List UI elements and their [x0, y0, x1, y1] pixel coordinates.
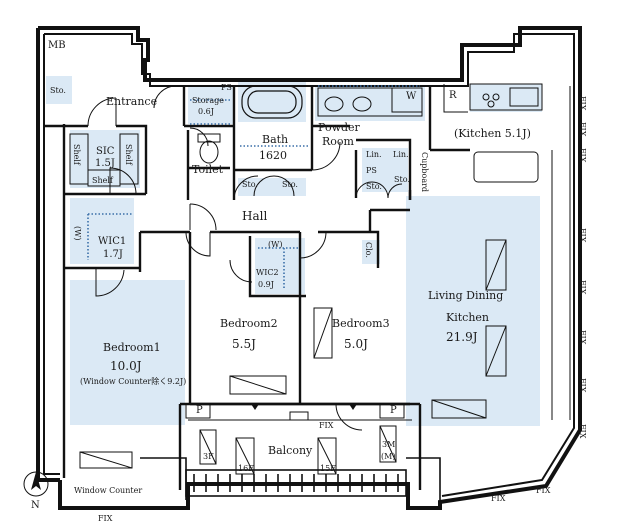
balcony-15f-label: 15F: [320, 464, 336, 473]
balcony-label: Balcony: [268, 444, 313, 457]
sic-fill: [70, 130, 140, 188]
door-swings: [87, 85, 403, 431]
bedroom1-label: Bedroom1: [103, 341, 161, 354]
entrance-storage-label: Sto.: [50, 86, 66, 95]
fix-right-6: FIX: [578, 378, 588, 393]
wic1-window-label: (W): [73, 226, 83, 241]
fix-bottom-right-2: FIX: [536, 486, 551, 495]
storage-label: Storage: [192, 96, 224, 105]
fix-right-5: FIX: [578, 330, 588, 345]
north-arrow: [23, 471, 49, 497]
bath-tub: [241, 85, 303, 119]
sic-shelves: [69, 133, 139, 187]
hall-storage-2-label: Sto.: [282, 180, 298, 189]
fix-bottom-right-1: FIX: [491, 494, 506, 503]
balcony-3m-label: 3M: [382, 440, 396, 449]
powder-room-label: Room: [322, 135, 354, 148]
wic2-label: WIC2: [256, 268, 279, 277]
balcony-3f-label: 3F: [203, 452, 214, 461]
north-label: N: [31, 500, 40, 511]
powder-storage-fill: [362, 148, 408, 192]
bedroom2-size-label: 5.5J: [232, 337, 256, 351]
vanity-fill: [315, 85, 425, 121]
ps-mid-label: PS: [366, 166, 377, 175]
closet-fill: [362, 240, 380, 264]
markers: [251, 404, 357, 410]
wic1-fill: [70, 198, 134, 264]
wic2-size-label: 0.9J: [258, 280, 274, 289]
entrance-label: Entrance: [106, 95, 158, 108]
wic2-window-label: (W): [268, 240, 283, 249]
bath-size-label: 1620: [259, 149, 287, 162]
powder-storage-2-label: Sto.: [394, 175, 410, 184]
shelf-right-label: Shelf: [124, 144, 134, 165]
bedroom1-note-label: (Window Counter除く9.2J): [80, 377, 187, 386]
closet-label: Clo.: [364, 242, 374, 258]
entrance-storage-fill: [46, 76, 72, 104]
fix-right-2: FIX: [578, 122, 588, 137]
p-2-label: P: [390, 405, 397, 416]
kitchen-counter: [443, 83, 543, 183]
balcony-fix-label: FIX: [319, 421, 334, 430]
kitchen-counter-fill: [470, 84, 542, 112]
fix-right-8: FIX: [578, 424, 588, 439]
ldk-label-1: Living Dining: [428, 289, 504, 302]
ldk-fill: [406, 196, 540, 426]
cupboard-label: Cupboard: [420, 152, 430, 193]
toilet-label: Toilet: [192, 163, 224, 176]
fix-bottom-left: FIX: [98, 514, 113, 523]
ps-top-label: PS: [221, 83, 232, 92]
bedroom1-fill: [70, 280, 185, 425]
hall-label: Hall: [242, 209, 268, 223]
storage-fill: [188, 86, 233, 124]
bath-tub-fill: [238, 82, 306, 122]
wic1-label: WIC1: [98, 236, 127, 247]
linen-1-label: Lin.: [366, 150, 382, 159]
balcony-16f-label: 16F: [238, 464, 254, 473]
shelf-bottom-label: Shelf: [92, 176, 113, 185]
balcony-ms-label: (M): [381, 452, 396, 461]
ldk-size-label: 21.9J: [446, 330, 478, 344]
shelf-left-label: Shelf: [72, 144, 82, 165]
washer-label: W: [406, 91, 417, 102]
bath-label: Bath: [262, 133, 289, 146]
refrigerator-label: R: [449, 90, 457, 101]
fix-right-7: FIX: [578, 148, 588, 163]
bedroom3-size-label: 5.0J: [344, 337, 368, 351]
outer-wall-lines: [43, 33, 581, 497]
sic-size-label: 1.5J: [95, 158, 115, 169]
powder-label: Powder: [318, 121, 360, 134]
toilet-fixture: [197, 133, 221, 164]
bedroom2-label: Bedroom2: [220, 317, 278, 330]
ac-units: [79, 239, 507, 475]
p-1-label: P: [196, 405, 203, 416]
kitchen-label: (Kitchen 5.1J): [454, 127, 531, 140]
bedroom3-label: Bedroom3: [332, 317, 390, 330]
window-counter-label: Window Counter: [74, 486, 143, 495]
hall-storage-1-label: Sto.: [242, 180, 258, 189]
ldk-label-2: Kitchen: [446, 311, 489, 324]
shelf-dotted-lines: [87, 85, 420, 290]
p-boxes: [185, 403, 405, 421]
sic-label: SIC: [96, 146, 115, 157]
mb-label: MB: [48, 40, 66, 51]
storage-size-label: 0.6J: [198, 107, 214, 116]
fix-right-3: FIX: [578, 228, 588, 243]
wic1-size-label: 1.7J: [103, 249, 123, 260]
fix-right-1: FIX: [578, 96, 588, 111]
fix-right-4: FIX: [578, 280, 588, 295]
bedroom1-size-label: 10.0J: [110, 359, 142, 373]
right-window-frame: [551, 86, 571, 420]
linen-2-label: Lin.: [393, 150, 409, 159]
vanity-sinks: [317, 87, 423, 117]
powder-storage-1-label: Sto.: [366, 182, 382, 191]
